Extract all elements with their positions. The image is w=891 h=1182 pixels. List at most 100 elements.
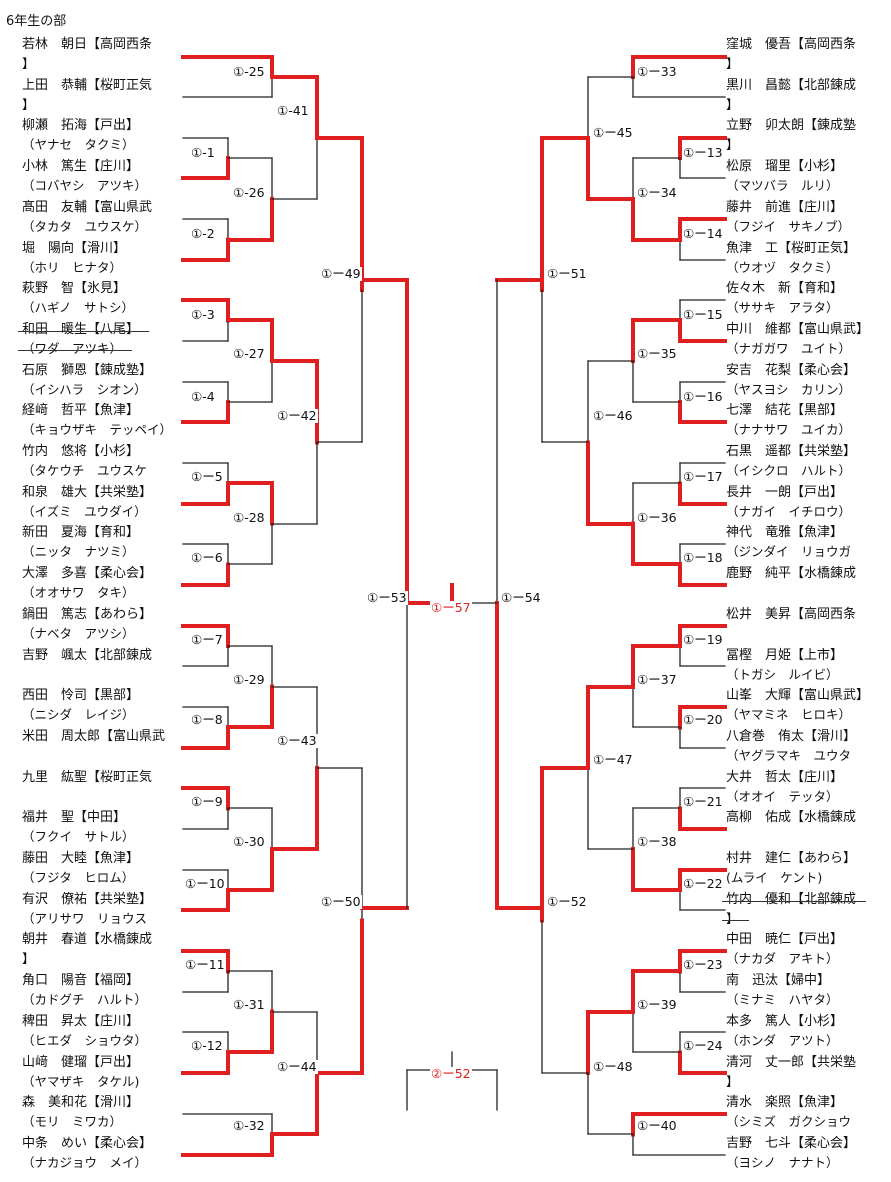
right-entry-reading: （フジイ サキノブ） bbox=[726, 218, 851, 234]
right-entry-name: 八倉巻 侑太【滑川】 bbox=[726, 728, 857, 744]
match-label: ①ー19 bbox=[682, 632, 724, 647]
match-label: ②ー52 bbox=[430, 1066, 472, 1081]
right-entry-reading: （ヤスヨシ カリン） bbox=[726, 381, 852, 397]
right-entry-reading: (ムライ ケント) bbox=[726, 870, 823, 885]
left-entry-name: 髙田 友輔【富山県武 bbox=[22, 199, 153, 215]
left-entry-name: 角口 陽音【福岡】 bbox=[22, 973, 140, 989]
match-label: ①ー38 bbox=[636, 834, 678, 849]
match-label: ①-30 bbox=[232, 834, 266, 849]
right-entry-reading: （ナガガワ ユイト） bbox=[726, 340, 852, 356]
left-entry-reading: （ヤマザキ タケル) bbox=[22, 1073, 140, 1089]
left-entry-name: 大澤 多喜【柔心会】 bbox=[22, 566, 153, 582]
right-entry-name: 南 迅汰【婦中】 bbox=[726, 973, 831, 989]
right-entry-name: 高柳 佑成【水橋錬成 bbox=[726, 810, 857, 826]
right-entry-name: 大井 哲太【庄川】 bbox=[726, 769, 844, 785]
match-label: ①ー20 bbox=[682, 712, 724, 727]
right-entry-reading: （マツバラ ルリ） bbox=[726, 178, 839, 194]
match-label: ①ー54 bbox=[500, 590, 542, 605]
right-entry-reading: 】 bbox=[726, 137, 739, 153]
left-entry-reading: （アリサワ リョウス bbox=[22, 910, 148, 926]
left-entry-reading: 】 bbox=[22, 96, 35, 112]
right-entry-name: 竹内 優和【北部錬成 bbox=[721, 891, 867, 907]
left-entry-reading: （ワダ アツキ） bbox=[17, 340, 133, 356]
right-entry-reading: （ナナサワ ユイカ） bbox=[726, 422, 852, 438]
left-entry-reading: （タカタ ユウスケ） bbox=[22, 218, 148, 234]
match-label: ①-32 bbox=[232, 1118, 266, 1133]
left-entry-name: 西田 怜司【黒部】 bbox=[22, 688, 140, 704]
right-entry-name: 村井 建仁【あわら】 bbox=[726, 851, 857, 866]
match-label: ①ー9 bbox=[190, 794, 224, 809]
left-entry-reading: （オオサワ タキ） bbox=[22, 585, 135, 601]
match-label: ①ー49 bbox=[320, 266, 362, 281]
right-entry-reading: （ヤマミネ ヒロキ） bbox=[726, 707, 852, 723]
match-label: ①ー47 bbox=[592, 752, 634, 767]
match-label: ①-29 bbox=[232, 672, 266, 687]
match-label: ①ー7 bbox=[190, 632, 224, 647]
left-entry-reading: 】 bbox=[22, 56, 35, 71]
right-entry-name: 立野 卯太朗【錬成塾 bbox=[726, 118, 857, 134]
match-label: ①ー39 bbox=[636, 997, 678, 1012]
left-entry-reading: （イシハラ シオン） bbox=[22, 381, 147, 397]
left-entry-name: 若林 朝日【高岡西条 bbox=[22, 37, 153, 52]
left-entry-reading: （ナカジョウ メイ） bbox=[22, 1154, 148, 1170]
right-entry-reading: （ヨシノ ナナト） bbox=[726, 1154, 839, 1170]
match-label: ①-28 bbox=[232, 510, 266, 525]
right-entry-name: 窪城 優吾【高岡西条 bbox=[726, 37, 857, 52]
right-entry-reading: （ミナミ ハヤタ） bbox=[726, 992, 839, 1008]
left-entry-name: 石原 獅恩【錬成塾】 bbox=[22, 362, 153, 378]
right-entry-reading: 】 bbox=[726, 96, 739, 112]
match-label: ①ー44 bbox=[276, 1059, 318, 1074]
right-entry-name: 魚津 工【桜町正気】 bbox=[726, 240, 857, 256]
match-label: ①ー16 bbox=[682, 389, 724, 404]
left-entry-name: 森 美和花【滑川】 bbox=[22, 1095, 140, 1111]
match-label: ①-2 bbox=[190, 226, 216, 241]
match-label: ①-3 bbox=[190, 307, 216, 322]
match-label: ①ー15 bbox=[682, 307, 724, 322]
match-label: ①-26 bbox=[232, 185, 266, 200]
match-label: ①ー46 bbox=[592, 408, 634, 423]
right-entry-name: 松井 美昇【高岡西条 bbox=[726, 606, 857, 622]
left-entry-reading: （タケウチ ユウスケ bbox=[22, 463, 148, 478]
right-entry-name: 鹿野 純平【水橋錬成 bbox=[726, 566, 857, 582]
left-entry-name: 柳瀬 拓海【戸出】 bbox=[22, 118, 140, 134]
right-entry-reading: （トガシ ルイビ） bbox=[726, 666, 839, 682]
right-entry-reading: 】 bbox=[722, 910, 748, 926]
match-label: ①ー48 bbox=[592, 1059, 634, 1074]
right-entry-reading: （イシクロ ハルト） bbox=[726, 463, 852, 478]
left-entry-name: 朝井 春道【水橋錬成 bbox=[22, 932, 153, 948]
match-label: ①ー8 bbox=[190, 712, 224, 727]
right-entry-name: 長井 一朗【戸出】 bbox=[726, 484, 844, 500]
right-entry-reading: （ジンダイ リョウガ bbox=[726, 544, 852, 560]
left-entry-reading: （モリ ミワカ） bbox=[22, 1114, 123, 1130]
left-entry-name: 有沢 僚祐【共栄塾】 bbox=[22, 891, 153, 907]
left-entry-reading: （イズミ ユウダイ） bbox=[22, 503, 147, 519]
match-label: ①ー57 bbox=[430, 600, 472, 615]
left-entry-name: 堀 陽向【滑川】 bbox=[22, 240, 127, 256]
right-entry-reading: （ヤグラマキ ユウタ bbox=[726, 747, 852, 763]
right-entry-reading: （ナカダ アキト） bbox=[726, 951, 839, 967]
left-entry-reading: （フクイ サトル） bbox=[22, 829, 135, 845]
right-entry-name: 安吉 花梨【柔心会】 bbox=[726, 362, 857, 378]
right-entry-name: 佐々木 新【育和】 bbox=[726, 281, 844, 297]
right-entry-name: 中田 暁仁【戸出】 bbox=[726, 932, 844, 948]
left-entry-reading: （ニシダ レイジ） bbox=[22, 707, 135, 723]
match-label: ①ー14 bbox=[682, 226, 724, 241]
right-entry-reading: （ナガイ イチロウ） bbox=[726, 503, 852, 519]
match-label: ①ー42 bbox=[276, 408, 318, 423]
right-entry-name: 山峯 大輝【富山県武】 bbox=[726, 688, 870, 704]
left-entry-name: 小林 篤生【庄川】 bbox=[22, 159, 140, 175]
right-entry-name: 神代 竜雅【魚津】 bbox=[726, 525, 844, 541]
match-label: ①ー21 bbox=[682, 794, 724, 809]
match-label: ①ー34 bbox=[636, 185, 678, 200]
right-entry-reading: （シミズ ガクショウ bbox=[726, 1114, 852, 1130]
left-entry-name: 和田 暖生【八尾】 bbox=[17, 321, 150, 337]
left-entry-reading: 】 bbox=[22, 951, 35, 967]
match-label: ①ー18 bbox=[682, 550, 724, 565]
right-entry-name: 吉野 七斗【柔心会】 bbox=[726, 1135, 857, 1151]
match-label: ①ー33 bbox=[636, 64, 678, 79]
match-label: ①-25 bbox=[232, 64, 266, 79]
left-entry-name: 上田 恭輔【桜町正気 bbox=[22, 77, 153, 93]
match-label: ①ー6 bbox=[190, 550, 224, 565]
match-label: ①ー50 bbox=[320, 894, 362, 909]
match-label: ①ー17 bbox=[682, 469, 724, 484]
